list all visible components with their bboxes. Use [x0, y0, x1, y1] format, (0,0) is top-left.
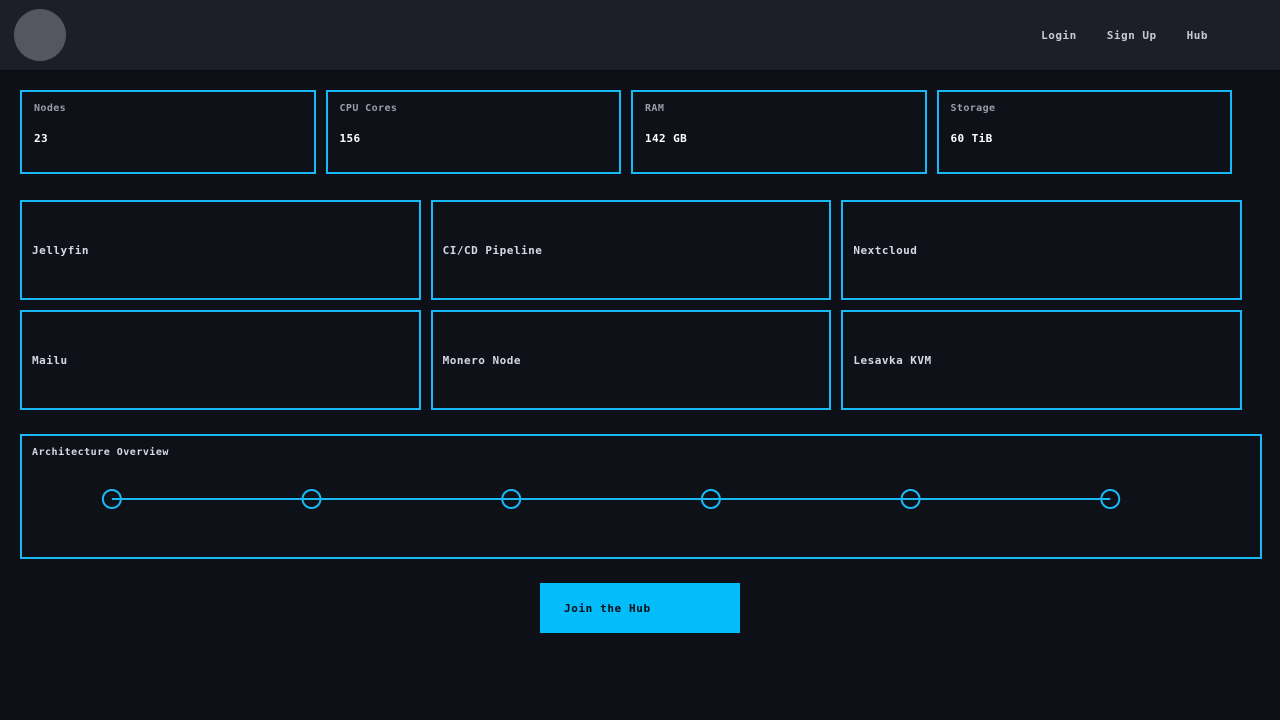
architecture-node-5[interactable] [900, 489, 921, 509]
architecture-node-1[interactable] [101, 489, 122, 509]
stat-card-ram: RAM 142 GB [631, 90, 927, 174]
nav-link-login[interactable]: Login [1041, 28, 1077, 42]
stat-value: 23 [34, 132, 49, 145]
architecture-section: Architecture Overview [0, 410, 1280, 559]
main-nav: Login Sign Up Hub [1041, 29, 1208, 42]
service-name: Mailu [32, 353, 68, 367]
service-card-mailu[interactable]: Mailu [20, 310, 421, 410]
architecture-node-6[interactable] [1100, 489, 1121, 509]
architecture-card: Architecture Overview [20, 434, 1262, 559]
architecture-node-3[interactable] [501, 489, 522, 509]
stat-card-cpu-cores: CPU Cores 156 [325, 90, 621, 174]
nav-link-sign-up[interactable]: Sign Up [1106, 28, 1157, 42]
stats-row: Nodes 23 CPU Cores 156 RAM 142 GB Storag… [0, 71, 1280, 174]
stat-card-nodes: Nodes 23 [20, 90, 316, 174]
stat-value: 60 TiB [950, 132, 993, 145]
service-name: Jellyfin [32, 243, 89, 257]
stat-label: CPU Cores [339, 103, 398, 114]
cta-label: Join the Hub [564, 601, 651, 615]
join-the-hub-button[interactable]: Join the Hub [540, 583, 740, 633]
architecture-diagram [101, 489, 1121, 509]
architecture-title: Architecture Overview [32, 447, 169, 458]
services-grid: Jellyfin CI/CD Pipeline Nextcloud Mailu … [0, 174, 1280, 410]
service-card-monero-node[interactable]: Monero Node [430, 310, 832, 410]
stat-label: Nodes [34, 103, 67, 114]
stat-label: Storage [950, 103, 996, 114]
architecture-node-2[interactable] [301, 489, 322, 509]
stat-label: RAM [645, 103, 665, 114]
cta-section: Join the Hub [0, 559, 1280, 633]
service-card-cicd-pipeline[interactable]: CI/CD Pipeline [430, 200, 832, 300]
service-name: CI/CD Pipeline [442, 243, 543, 257]
nav-link-hub[interactable]: Hub [1186, 28, 1208, 42]
avatar[interactable] [14, 9, 66, 61]
service-card-lesavka-kvm[interactable]: Lesavka KVM [841, 310, 1242, 410]
site-header: Login Sign Up Hub [0, 0, 1280, 71]
service-name: Nextcloud [853, 243, 918, 257]
service-card-nextcloud[interactable]: Nextcloud [841, 200, 1242, 300]
service-card-jellyfin[interactable]: Jellyfin [20, 200, 421, 300]
architecture-node-4[interactable] [700, 489, 721, 509]
service-name: Monero Node [442, 353, 522, 367]
stat-card-storage: Storage 60 TiB [936, 90, 1232, 174]
stat-value: 142 GB [645, 132, 688, 145]
service-name: Lesavka KVM [853, 353, 932, 367]
stat-value: 156 [339, 132, 361, 145]
